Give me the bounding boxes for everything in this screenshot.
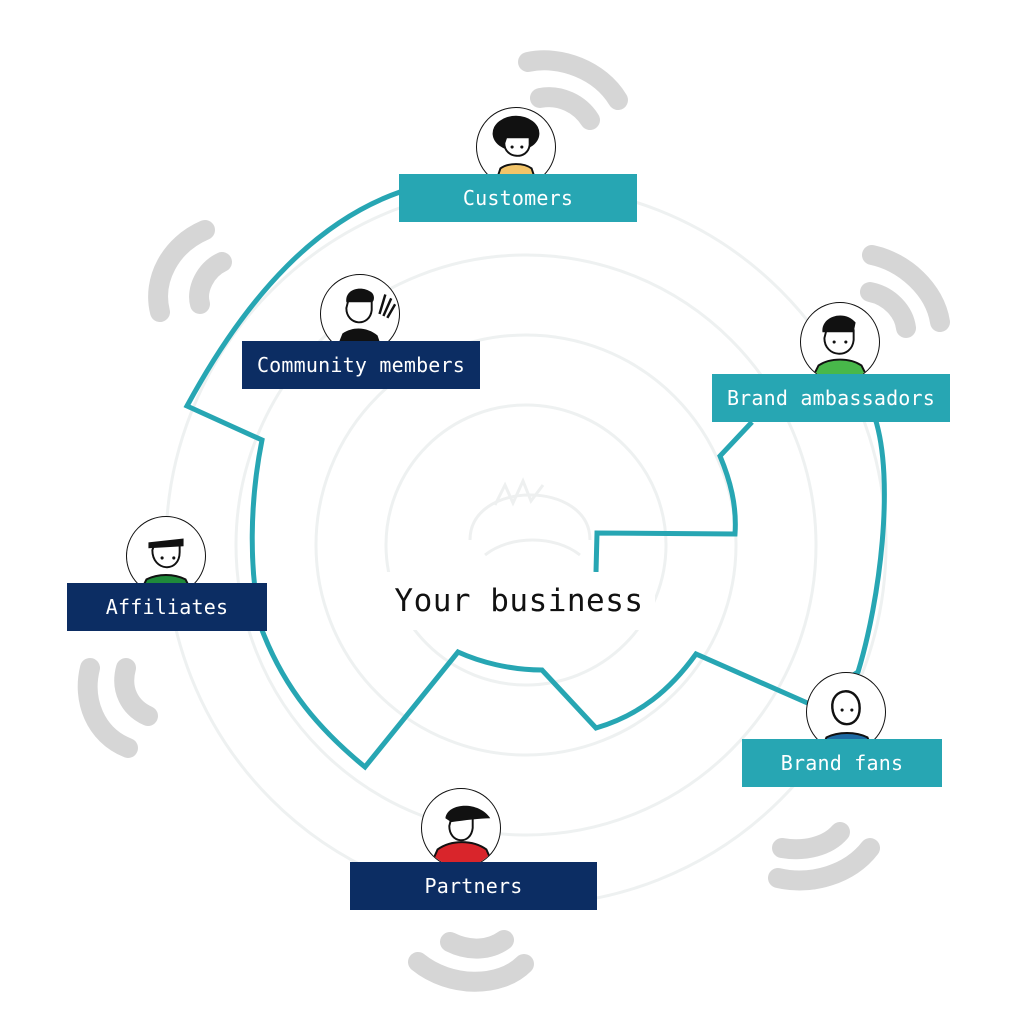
signal-icon-upper-right (860, 245, 950, 338)
partners-avatar (421, 788, 501, 868)
node-partners: Partners (350, 862, 597, 910)
signal-icon-left (77, 658, 158, 758)
node-brand-ambassadors-label: Brand ambassadors (726, 386, 936, 410)
node-brand-fans: Brand fans (742, 739, 942, 787)
connector-path (183, 189, 887, 771)
customers-avatar (476, 107, 556, 187)
ring-outer (234, 253, 818, 837)
node-community-members: Community members (242, 341, 480, 389)
person-green-shirt-avatar-icon (809, 315, 871, 381)
ring-middle (314, 333, 738, 757)
center-watermark-icon (468, 477, 592, 557)
concentric-rings (164, 183, 888, 907)
signal-icon-upper-left (148, 220, 232, 322)
center-business-label: Your business (383, 572, 655, 630)
ring-outermost (164, 183, 888, 907)
signal-icon-bottom (408, 930, 534, 992)
person-red-hoodie-avatar-icon (428, 805, 496, 867)
node-affiliates: Affiliates (67, 583, 267, 631)
node-brand-fans-label: Brand fans (780, 751, 904, 775)
node-customers-label: Customers (462, 186, 574, 210)
node-community-members-label: Community members (256, 353, 466, 377)
node-affiliates-label: Affiliates (105, 595, 229, 619)
ambassadors-avatar (800, 302, 880, 382)
node-partners-label: Partners (424, 874, 523, 898)
signal-icon-top (518, 50, 628, 130)
signal-icon-lower-right (768, 822, 880, 891)
node-customers: Customers (399, 174, 637, 222)
signal-arcs (77, 50, 950, 992)
node-brand-ambassadors: Brand ambassadors (712, 374, 950, 422)
ring-inner (384, 403, 668, 687)
